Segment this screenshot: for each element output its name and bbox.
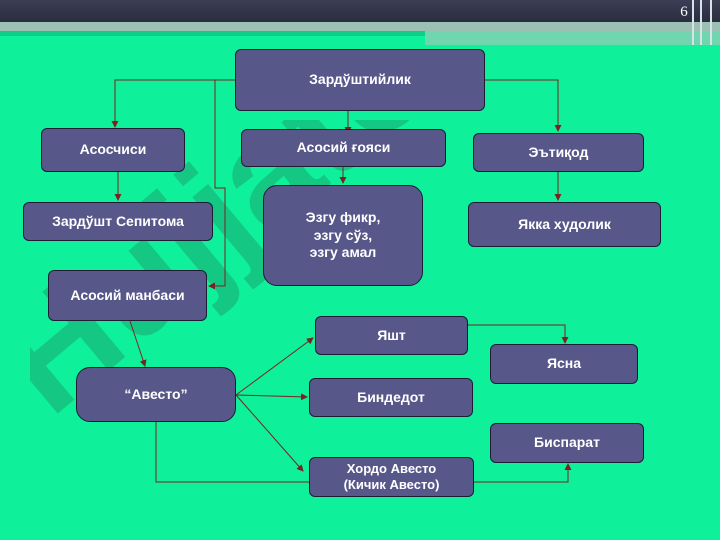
header-stripe-highlight [425,31,720,45]
node-belief: Эътиқод [473,133,644,172]
node-khordo-avesta: Хордо Авесто (Кичик Авесто) [309,457,474,497]
node-main-source: Асосий манбаси [48,270,207,321]
node-yasht: Яшт [315,316,468,355]
node-visparat: Биспарат [490,423,644,463]
decorative-lines [692,0,712,45]
page-number: 6 [680,4,688,20]
header-stripe-accent [0,31,720,36]
node-zoroastrianism: Зардўштийлик [235,49,485,111]
node-avesta: “Авесто” [76,367,236,422]
header-stripe [0,22,720,31]
node-founder-name: Зардўшт Сепитома [23,202,213,241]
title-bar [0,0,720,22]
node-founder: Асосчиси [41,128,185,172]
node-yasna: Ясна [490,344,638,384]
node-monotheism: Якка худолик [468,202,661,247]
node-good-thought-word-deed: Эзгу фикр, эзгу сўз, эзгу амал [263,185,423,286]
node-main-idea: Асосий ғояси [241,129,446,167]
node-bindedot: Биндедот [309,378,473,417]
